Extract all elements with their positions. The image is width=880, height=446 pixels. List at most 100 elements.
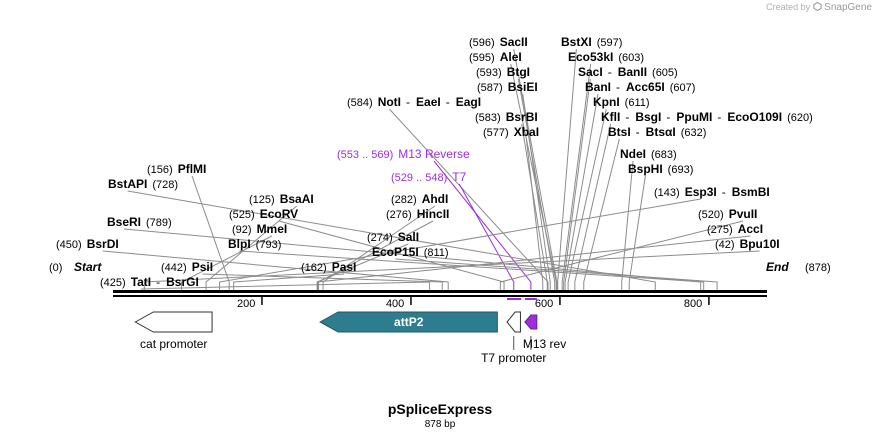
enzyme-name[interactable]: AhdI [422,192,449,206]
enzyme-site-position: (520) [698,209,724,221]
enzyme-label-group[interactable]: (450)BsrDI [56,237,119,251]
enzyme-name[interactable]: PpuMI [676,110,712,124]
enzyme-label-group[interactable]: KflI-BsgI-PpuMI-EcoO109I(620) [601,110,813,124]
enzyme-name[interactable]: SalI [398,230,419,244]
enzyme-name[interactable]: AccI [738,222,763,236]
enzyme-name[interactable]: Acc65I [626,80,665,94]
enzyme-label-group[interactable]: (275)AccI [707,222,763,236]
primer-label[interactable]: M13 Reverse [398,147,470,161]
enzyme-name[interactable]: BanI [585,80,611,94]
enzyme-leader-line [278,220,505,290]
enzyme-name[interactable]: BsiEI [508,80,538,94]
enzyme-name[interactable]: NotI [378,95,401,109]
enzyme-leader-line [127,190,656,290]
enzyme-name[interactable]: HincII [417,207,450,221]
enzyme-label-group[interactable]: (274)SalI [367,230,419,244]
enzyme-label-group[interactable]: BstAPI(728) [108,177,178,191]
enzyme-name[interactable]: PvuII [729,207,758,221]
enzyme-label-group[interactable]: (282)AhdI [391,192,448,206]
enzyme-name[interactable]: SacI [578,65,603,79]
enzyme-name[interactable]: PasI [332,260,357,274]
enzyme-name[interactable]: MmeI [257,222,288,236]
enzyme-site-position: (156) [147,164,173,176]
plasmid-name: pSpliceExpress [387,401,493,417]
enzyme-label-group[interactable]: (92)MmeI [232,222,287,236]
enzyme-label-group[interactable]: (584)NotI-EaeI-EagI [347,95,481,109]
enzyme-label-group[interactable]: BtsI-BtsαI(632) [608,125,706,139]
feature-arrow-outline[interactable] [134,311,213,333]
enzyme-name[interactable]: BsrDI [87,237,119,251]
enzyme-label-group[interactable]: BlpI(793) [228,237,281,251]
enzyme-label-group[interactable]: (553 .. 569)M13 Reverse [337,147,470,161]
enzyme-label-group[interactable]: BanI-Acc65I(607) [585,80,695,94]
ruler-tick [708,297,710,305]
enzyme-name[interactable]: BtgI [507,65,530,79]
enzyme-label-group[interactable]: (529 .. 548)T7 [391,170,467,184]
enzyme-label-group[interactable]: EcoP15I(811) [372,245,449,259]
enzyme-name[interactable]: PflMI [178,162,207,176]
enzyme-name[interactable]: EcoRV [260,207,298,221]
enzyme-site-position: (425) [100,277,126,289]
enzyme-name[interactable]: Eco53kI [568,50,613,64]
enzyme-name[interactable]: BtsαI [646,125,676,139]
enzyme-name[interactable]: BsgI [635,110,661,124]
enzyme-label-group[interactable]: (442) PsiI [161,260,213,274]
enzyme-label-group[interactable]: (125)BsaAI [249,192,314,206]
enzyme-label-group[interactable]: (595)AleI [469,50,522,64]
enzyme-name[interactable]: BlpI [228,237,251,251]
enzyme-name[interactable]: SacII [500,35,528,49]
enzyme-name[interactable]: XbaI [514,125,539,139]
enzyme-label-group[interactable]: BseRI(789) [107,215,172,229]
enzyme-label-group[interactable]: (156) PflMI [147,162,206,176]
primer-label[interactable]: T7 [452,170,466,184]
enzyme-name[interactable]: Bpu10I [740,237,780,251]
enzyme-name[interactable]: NdeI [620,147,646,161]
enzyme-name[interactable]: BseRI [107,215,141,229]
enzyme-label-group[interactable]: (525)EcoRV [229,207,298,221]
enzyme-label-group[interactable]: (425)TatI-BsrGI [100,275,199,289]
enzyme-name[interactable]: KpnI [593,95,620,109]
enzyme-name[interactable]: AleI [500,50,522,64]
enzyme-site-position: (442) [161,262,187,274]
enzyme-label-group[interactable]: BstXI(597) [561,35,622,49]
enzyme-label-group[interactable]: (162)PasI [301,260,356,274]
enzyme-name[interactable]: BstXI [561,35,592,49]
enzyme-label-group[interactable]: BspHI(693) [628,162,693,176]
end-position: (878) [805,262,831,274]
enzyme-label-group[interactable]: Eco53kI(603) [568,50,644,64]
enzyme-label-group[interactable]: (42)Bpu10I [715,237,780,251]
enzyme-name[interactable]: BanII [618,65,647,79]
enzyme-name[interactable]: BstAPI [108,177,147,191]
enzyme-label-group[interactable]: NdeI(683) [620,147,677,161]
feature-arrow-attp2[interactable] [319,311,498,333]
enzyme-name[interactable]: Esp3I [685,185,717,199]
enzyme-name[interactable]: BsaAI [280,192,314,206]
enzyme-label-group[interactable]: SacI-BanII(605) [578,65,678,79]
enzyme-name[interactable]: BsmBI [732,185,770,199]
enzyme-label-group[interactable]: (520) PvuII [698,207,757,221]
enzyme-label-group[interactable]: (276)HincII [386,207,449,221]
enzyme-name[interactable]: BsrGI [166,275,199,289]
enzyme-label-group[interactable]: (593)BtgI [476,65,530,79]
enzyme-name[interactable]: KflI [601,110,620,124]
credit-badge[interactable]: Created by SnapGene [766,1,872,13]
enzyme-label-group[interactable]: (577) XbaI [483,125,539,139]
enzyme-name[interactable]: PsiI [192,260,213,274]
enzyme-name[interactable]: BspHI [628,162,663,176]
feature-arrow-outline[interactable] [506,311,521,333]
enzyme-name[interactable]: EagI [456,95,481,109]
enzyme-name[interactable]: EcoO109I [727,110,782,124]
enzyme-label-group[interactable]: KpnI(611) [593,95,650,109]
enzyme-name[interactable]: EaeI [416,95,441,109]
enzyme-label-group[interactable]: (587)BsiEI [477,80,538,94]
primer-binding-mark [524,298,537,300]
enzyme-name[interactable]: BtsI [608,125,631,139]
enzyme-label-group[interactable]: (583)BsrBI [475,110,538,124]
primer-arrow-m13-rev[interactable] [524,314,538,330]
enzyme-site-position: (577) [483,127,509,139]
enzyme-name[interactable]: TatI [131,275,151,289]
enzyme-name[interactable]: EcoP15I [372,245,419,259]
enzyme-label-group[interactable]: (596)SacII [469,35,528,49]
enzyme-name[interactable]: BsrBI [506,110,538,124]
enzyme-label-group[interactable]: (143)Esp3I-BsmBI [654,185,770,199]
